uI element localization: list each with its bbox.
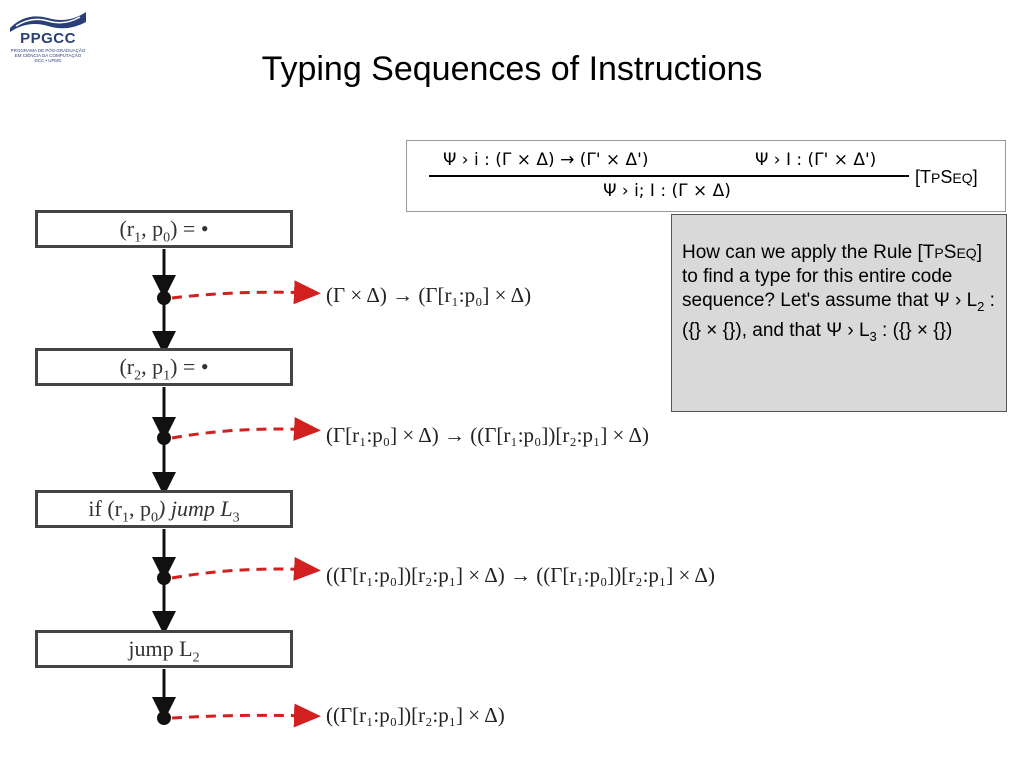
logo-wave-icon	[10, 12, 86, 32]
type-arrow-2	[171, 417, 321, 441]
type-label-1: (Γ × Δ) → (Γ[r₁:p₀] × Δ)	[326, 283, 532, 307]
logo-subtitle-1: PROGRAMA DE PÓS-GRADUAÇÃO	[10, 48, 86, 53]
instruction-box-2: (r2, p1) = •	[35, 348, 293, 386]
rule-name: [TPSEQ]	[915, 167, 978, 187]
slide-title: Typing Sequences of Instructions	[261, 50, 763, 88]
type-arrows	[171, 280, 321, 728]
instruction-box-1: (r1, p0) = •	[35, 210, 293, 248]
type-label-3: ((Γ[r₁:p₀])[r₂:p₁] × Δ) → ((Γ[r₁:p₀])[r₂…	[326, 563, 715, 587]
type-arrow-1	[171, 280, 321, 305]
flow-node-3	[157, 571, 171, 585]
rule-premise-left: Ψ › i : (Γ × Δ) → (Γ' × Δ')	[443, 150, 649, 170]
rule-premise-right: Ψ › I : (Γ' × Δ')	[755, 150, 877, 170]
typing-rule-box: Ψ › i : (Γ × Δ) → (Γ' × Δ') Ψ › I : (Γ' …	[406, 140, 1006, 212]
question-intro: How can we apply the Rule	[682, 242, 913, 263]
instruction-box-3: if (r1, p0) jump L3	[35, 490, 293, 528]
type-arrow-4	[171, 703, 321, 728]
logo-text: PPGCC	[20, 30, 76, 47]
rule-conclusion: Ψ › i; I : (Γ × Δ)	[603, 181, 731, 201]
flow-node-1	[157, 291, 171, 305]
flow-node-2	[157, 431, 171, 445]
logo-subtitle-3: DCC • UFMG	[34, 58, 62, 63]
type-arrow-3	[171, 557, 321, 581]
instruction-box-4: jump L2	[35, 630, 293, 668]
question-callout: How can we apply the Rule [TPSEQ] to fin…	[671, 214, 1007, 412]
type-label-4: ((Γ[r₁:p₀])[r₂:p₁] × Δ)	[326, 703, 505, 727]
ppgcc-logo: PPGCC PROGRAMA DE PÓS-GRADUAÇÃO EM CIÊNC…	[6, 8, 90, 64]
rule-inference-line	[429, 175, 909, 177]
logo-subtitle-2: EM CIÊNCIA DA COMPUTAÇÃO	[14, 53, 82, 58]
flow-node-4	[157, 711, 171, 725]
flow-nodes	[157, 291, 171, 725]
type-label-2: (Γ[r₁:p₀] × Δ) → ((Γ[r₁:p₀])[r₂:p₁] × Δ)	[326, 423, 649, 447]
